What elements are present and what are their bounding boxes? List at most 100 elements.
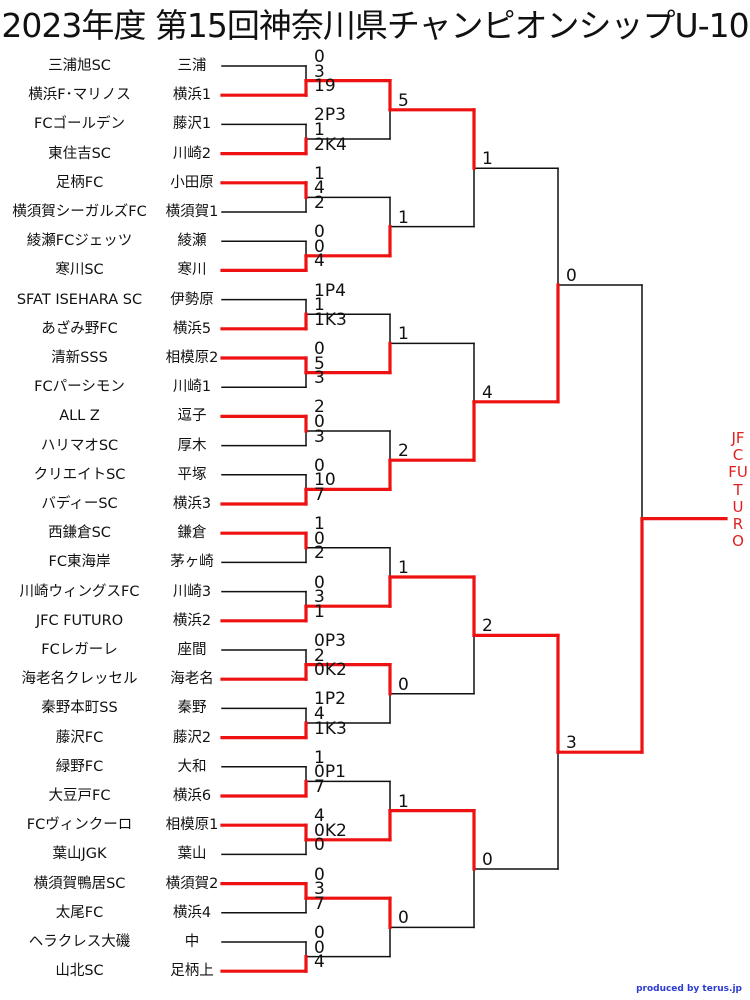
- round-score: 0: [314, 412, 325, 432]
- team-score: 1K3: [314, 718, 347, 739]
- team-district: 寒川: [177, 262, 207, 279]
- round-score: 1: [398, 791, 409, 812]
- team-score: 2: [314, 193, 325, 213]
- team-score: 7: [314, 485, 325, 505]
- team-district: 川崎1: [172, 379, 212, 396]
- team-district: 平塚: [177, 466, 207, 483]
- team-score: 7: [314, 893, 325, 914]
- team-district: 横須賀2: [165, 875, 219, 892]
- team-district: 相模原1: [165, 817, 219, 834]
- team-score: 2: [314, 397, 325, 418]
- team-district: 座間: [177, 642, 207, 658]
- round-score: 0: [314, 937, 325, 958]
- team-score: 3: [314, 426, 325, 447]
- team-district: 横浜6: [172, 788, 212, 804]
- team-district: 逗子: [177, 408, 207, 425]
- team-district: 厚木: [177, 437, 207, 454]
- round-score: 0: [314, 528, 325, 549]
- team-name: 三浦旭SC: [48, 58, 111, 74]
- team-score: 4: [314, 806, 325, 827]
- team-score: 1: [314, 601, 325, 622]
- team-score: 1: [314, 163, 325, 184]
- team-district: 伊勢原: [170, 291, 214, 308]
- team-score: 0: [314, 835, 325, 856]
- team-score: 1P4: [314, 280, 346, 301]
- team-district: 川崎3: [172, 583, 212, 600]
- team-name: 秦野本町SS: [41, 700, 118, 717]
- team-district: 相模原2: [165, 350, 219, 366]
- page-title: 2023年度 第15回神奈川県チャンピオンシップU-10: [1, 6, 749, 45]
- team-score: 4: [314, 952, 325, 973]
- team-score: 0P3: [314, 631, 346, 651]
- team-name: ヘラクレス大磯: [28, 934, 131, 950]
- round-score: 0P1: [314, 762, 346, 783]
- round-score: 1: [398, 324, 409, 345]
- team-name: 綾瀬FCジェッツ: [26, 233, 133, 250]
- team-name: FCパーシモン: [34, 379, 125, 396]
- team-name: 海老名クレッセル: [21, 671, 138, 688]
- team-district: 横浜2: [172, 612, 212, 629]
- round-score: 2: [314, 645, 325, 666]
- round-score: 0: [482, 850, 493, 870]
- team-name: バディーSC: [41, 496, 118, 512]
- round-score: 1: [482, 149, 493, 170]
- team-score: 1K3: [314, 309, 347, 330]
- team-district: 横浜5: [172, 320, 212, 337]
- team-district: 藤沢2: [172, 729, 212, 746]
- team-score: 4: [314, 251, 325, 272]
- round-score: 4: [314, 178, 325, 199]
- team-name: 山北SC: [55, 963, 104, 980]
- team-name: 寒川SC: [55, 262, 104, 279]
- team-score: 0: [314, 923, 325, 943]
- team-name: 藤沢FC: [55, 729, 104, 746]
- team-district: 横須賀1: [165, 204, 219, 220]
- round-score: 0: [398, 674, 409, 695]
- team-name: SFAT ISEHARA SC: [16, 291, 143, 308]
- team-district: 横浜4: [172, 904, 212, 921]
- team-score: 2P3: [314, 105, 346, 126]
- round-score: 3: [566, 733, 577, 754]
- round-score: 4: [314, 704, 325, 724]
- team-name: ハリマオSC: [40, 437, 119, 454]
- team-name: 大豆戸FC: [48, 788, 111, 804]
- credit-text: produced by terus.jp: [636, 984, 742, 994]
- team-name: 東住吉SC: [48, 145, 111, 162]
- team-district: 海老名: [170, 671, 214, 688]
- team-score: 1: [314, 747, 325, 768]
- team-district: 中: [184, 934, 200, 950]
- team-score: 0: [314, 339, 325, 359]
- team-name: 葉山JGK: [52, 846, 107, 863]
- team-district: 横浜1: [172, 87, 212, 104]
- champion-label: JFC FUTURO: [728, 429, 748, 551]
- round-score: 5: [398, 90, 409, 111]
- team-name: 太尾FC: [55, 904, 104, 921]
- round-score: 1: [314, 295, 325, 316]
- round-score: 2: [398, 441, 409, 462]
- round-score: 0: [398, 908, 409, 929]
- team-name: 西鎌倉SC: [48, 525, 111, 542]
- team-name: JFC FUTURO: [35, 612, 124, 629]
- team-score: 0: [314, 455, 325, 476]
- team-name: FCゴールデン: [34, 116, 125, 133]
- round-score: 1: [398, 558, 409, 578]
- team-name: FCヴィンクーロ: [26, 817, 133, 834]
- round-score: 2: [482, 616, 493, 637]
- team-score: 0: [314, 572, 325, 593]
- team-district: 三浦: [177, 58, 207, 74]
- round-score: 3: [314, 879, 325, 900]
- team-name: 足柄FC: [55, 174, 104, 191]
- team-name: 川崎ウィングスFC: [19, 583, 140, 600]
- team-name: 清新SSS: [51, 350, 108, 366]
- team-score: 0: [314, 864, 325, 885]
- team-district: 秦野: [177, 700, 207, 717]
- team-name: 横須賀鴨居SC: [33, 875, 126, 892]
- team-district: 横浜3: [172, 496, 212, 512]
- team-district: 川崎2: [172, 145, 212, 162]
- round-score: 0: [566, 266, 577, 286]
- round-score: 5: [314, 353, 325, 374]
- team-score: 0K2: [314, 660, 347, 681]
- round-score: 4: [482, 382, 493, 403]
- round-score: 0K2: [314, 820, 347, 841]
